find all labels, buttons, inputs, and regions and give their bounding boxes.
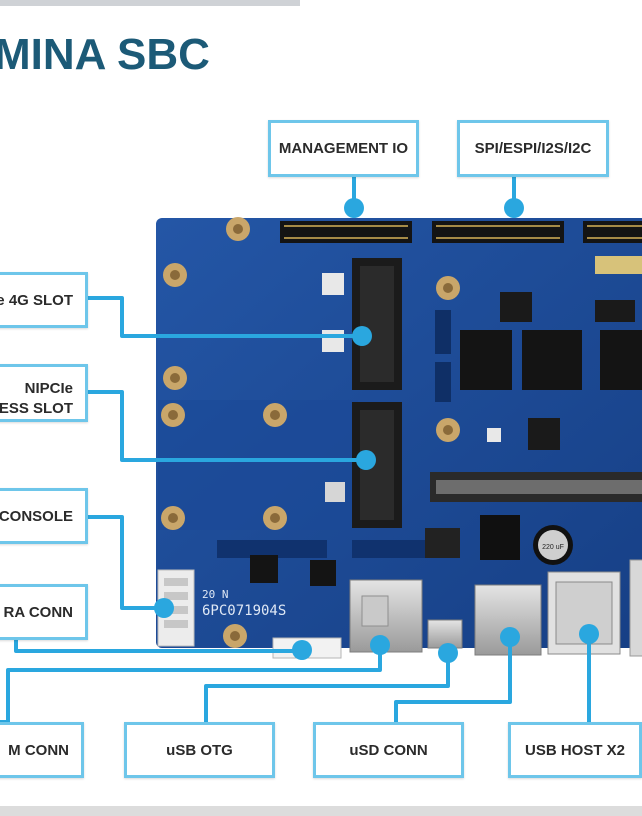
memory-chip bbox=[600, 330, 642, 390]
chip bbox=[425, 528, 460, 558]
label-4g-slot: le 4G SLOT bbox=[0, 272, 88, 328]
pin-row-right bbox=[595, 256, 642, 274]
callout-line-console bbox=[86, 515, 162, 610]
management-io-header bbox=[280, 221, 412, 243]
callout-dot bbox=[344, 198, 364, 218]
chip bbox=[500, 292, 532, 322]
callout-dot bbox=[579, 624, 599, 644]
label-minipcie-line1: NIPCIe bbox=[24, 380, 73, 397]
label-camera-conn: RA CONN bbox=[0, 584, 88, 640]
chip bbox=[480, 515, 520, 560]
callout-dot bbox=[500, 627, 520, 647]
callout-line-usd bbox=[394, 638, 512, 722]
callout-dot bbox=[292, 640, 312, 660]
label-usb-otg: uSB OTG bbox=[124, 722, 275, 778]
label-spi: SPI/ESPI/I2S/I2C bbox=[457, 120, 609, 177]
capacitor-label: 220 uF bbox=[542, 544, 564, 551]
callout-dot bbox=[370, 635, 390, 655]
callout-dot bbox=[154, 598, 174, 618]
diagram-title: MINA SBC bbox=[0, 30, 210, 79]
callout-dot bbox=[356, 450, 376, 470]
silk-date: 20 N bbox=[202, 588, 229, 601]
soc-chip bbox=[528, 418, 560, 450]
memory-chip bbox=[522, 330, 582, 390]
label-management-io: MANAGEMENT IO bbox=[268, 120, 419, 177]
top-border-light bbox=[300, 0, 642, 6]
callout-line-usb-otg bbox=[204, 655, 450, 722]
memory-chip bbox=[460, 330, 512, 390]
label-minipcie-line2: ESS SLOT bbox=[0, 400, 73, 417]
callout-line-minipcie bbox=[86, 390, 366, 462]
label-m-conn: M CONN bbox=[0, 722, 84, 778]
pcb-lower-left-region bbox=[158, 400, 358, 530]
right-header bbox=[583, 221, 642, 243]
silk-serial: 6PC071904S bbox=[202, 603, 286, 619]
label-usb-host: USB HOST X2 bbox=[508, 722, 642, 778]
chip bbox=[310, 560, 336, 586]
bottom-border bbox=[0, 806, 642, 816]
callout-line-4g-slot bbox=[86, 296, 362, 338]
callout-dot bbox=[438, 643, 458, 663]
spi-header bbox=[432, 221, 564, 243]
label-minipcie-slot: NIPCIe ESS SLOT bbox=[0, 364, 88, 422]
callout-dot bbox=[504, 198, 524, 218]
label-console: L CONSOLE bbox=[0, 488, 88, 544]
callout-dot bbox=[352, 326, 372, 346]
chip bbox=[595, 300, 635, 322]
label-usd-conn: uSD CONN bbox=[313, 722, 464, 778]
chip bbox=[250, 555, 278, 583]
